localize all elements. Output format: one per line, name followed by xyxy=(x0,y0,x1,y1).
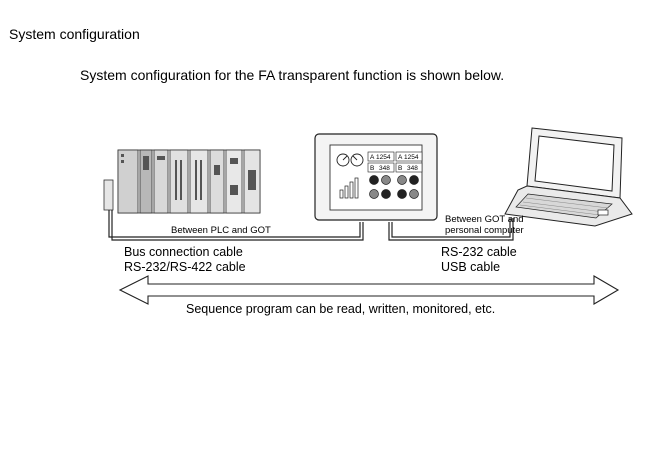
left-cable-2: RS-232/RS-422 cable xyxy=(124,260,246,274)
got-readout-b2-key: B xyxy=(398,165,402,172)
got-pc-label-line1: Between GOT and xyxy=(445,214,524,225)
got-readout-b2-value: 348 xyxy=(407,165,418,172)
laptop-icon xyxy=(504,127,633,227)
got-readout-a2-key: A xyxy=(398,154,403,161)
cable-lines xyxy=(108,210,514,241)
intro-text: System configuration for the FA transpar… xyxy=(80,67,505,83)
got-panel-icon: A 1254 A 1254 B 348 B 348 xyxy=(314,133,438,221)
plc-rack-icon xyxy=(103,149,261,214)
right-cable-2: USB cable xyxy=(441,260,500,274)
section-heading: System configuration xyxy=(9,26,140,42)
plc-got-label: Between PLC and GOT xyxy=(171,225,271,236)
right-cable-1: RS-232 cable xyxy=(441,245,517,259)
double-arrow-icon xyxy=(118,275,620,305)
got-readout-a1-value: 1254 xyxy=(376,154,391,161)
got-readout-a2-value: 1254 xyxy=(404,154,419,161)
got-readout-a1-key: A xyxy=(370,154,375,161)
got-readout-b1-key: B xyxy=(370,165,374,172)
arrow-caption: Sequence program can be read, written, m… xyxy=(186,302,495,316)
got-pc-label-line2: personal computer xyxy=(445,225,524,236)
left-cable-1: Bus connection cable xyxy=(124,245,243,259)
got-readout-b1-value: 348 xyxy=(379,165,390,172)
